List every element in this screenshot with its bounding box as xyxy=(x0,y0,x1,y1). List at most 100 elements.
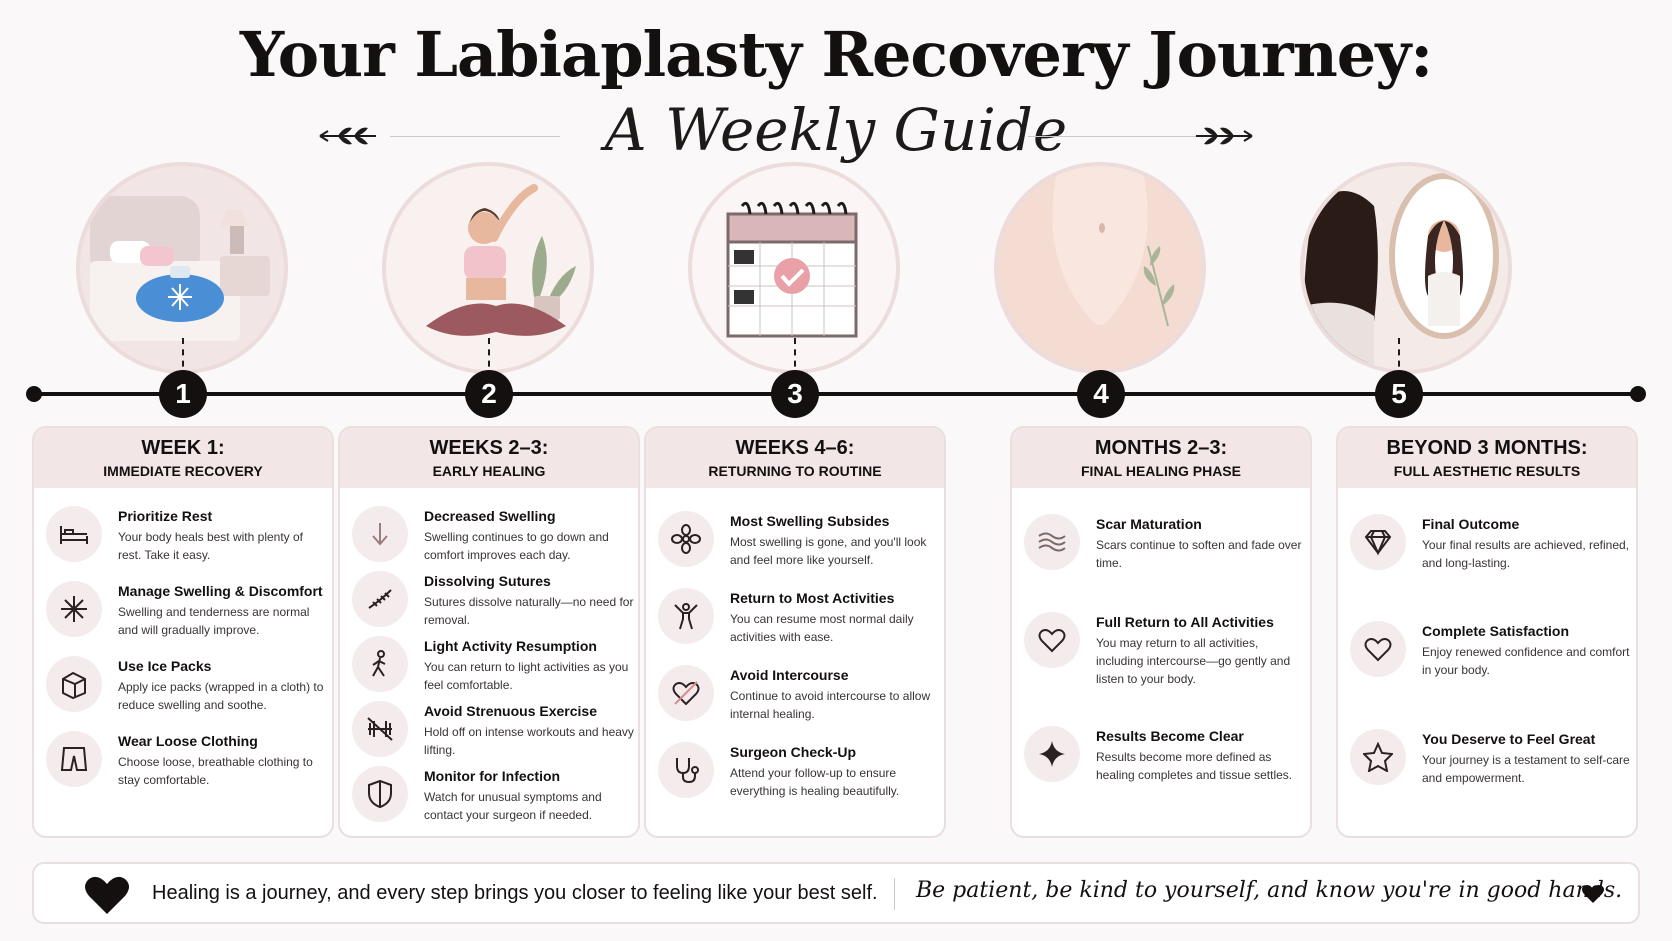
item-title: You Deserve to Feel Great xyxy=(1422,731,1596,747)
item-description: Scars continue to soften and fade over t… xyxy=(1096,538,1302,570)
connector-2 xyxy=(488,338,490,378)
star-icon xyxy=(1350,729,1406,785)
item-description: Enjoy renewed confidence and comfort in … xyxy=(1422,645,1630,677)
small-heart-icon xyxy=(1582,885,1604,903)
step-number-3: 3 xyxy=(771,370,819,418)
item-title: Scar Maturation xyxy=(1096,516,1202,532)
card-heading: BEYOND 3 MONTHS: xyxy=(1386,437,1588,459)
no-dumbbell-icon xyxy=(352,701,408,757)
shorts-icon xyxy=(46,731,102,787)
left-sprig-icon xyxy=(319,127,376,145)
right-rule xyxy=(1028,136,1198,137)
item-description: Your body heals best with plenty of rest… xyxy=(118,530,304,562)
item-title: Avoid Intercourse xyxy=(730,667,849,683)
item-title: Use Ice Packs xyxy=(118,658,212,674)
step-number-1: 1 xyxy=(159,370,207,418)
item-description: Results become more defined as healing c… xyxy=(1096,750,1293,782)
footer-left-text: Healing is a journey, and every step bri… xyxy=(152,882,878,904)
card-heading: MONTHS 2–3: xyxy=(1094,437,1228,459)
flower-icon xyxy=(658,511,714,567)
card-header: MONTHS 2–3: FINAL HEALING PHASE xyxy=(1012,428,1310,488)
timeline-start-dot xyxy=(26,386,42,402)
timeline-line xyxy=(34,392,1638,396)
item-title: Light Activity Resumption xyxy=(424,638,597,654)
item-description: Hold off on intense workouts and heavy l… xyxy=(424,725,634,757)
item-title: Most Swelling Subsides xyxy=(730,513,890,529)
item-title: Dissolving Sutures xyxy=(424,573,551,589)
left-rule xyxy=(390,136,560,137)
item-title: Final Outcome xyxy=(1422,516,1520,532)
sparkle-icon xyxy=(1024,726,1080,782)
stage-card-week-1: WEEK 1: IMMEDIATE RECOVERY Prioritize Re… xyxy=(32,426,334,838)
item-title: Complete Satisfaction xyxy=(1422,623,1570,639)
illustration-woman-mirror xyxy=(1300,162,1512,374)
card-header: WEEKS 2–3: EARLY HEALING xyxy=(340,428,638,488)
illustration-calendar-check xyxy=(688,162,900,374)
stage-card-weeks-4-6: WEEKS 4–6: RETURNING TO ROUTINE Most Swe… xyxy=(644,426,946,838)
card-subheading: IMMEDIATE RECOVERY xyxy=(103,463,263,479)
card-header: WEEKS 4–6: RETURNING TO ROUTINE xyxy=(646,428,944,488)
walking-icon xyxy=(352,636,408,692)
stethoscope-icon xyxy=(658,742,714,798)
crossed-heart-icon xyxy=(658,665,714,721)
card-subheading: FINAL HEALING PHASE xyxy=(1081,463,1241,479)
card-subheading: EARLY HEALING xyxy=(432,463,546,479)
card-subheading: RETURNING TO ROUTINE xyxy=(708,463,882,479)
ice-cube-icon xyxy=(46,656,102,712)
sutures-icon xyxy=(352,571,408,627)
page-subtitle: A Weekly Guide xyxy=(604,96,1068,164)
item-title: Wear Loose Clothing xyxy=(118,733,258,749)
footer-divider xyxy=(894,878,895,910)
shield-icon xyxy=(352,766,408,822)
card-heading: WEEKS 2–3: xyxy=(429,437,549,459)
item-title: Avoid Strenuous Exercise xyxy=(424,703,597,719)
item-description: Swelling and tenderness are normal and w… xyxy=(118,605,310,637)
item-description: Swelling continues to go down and comfor… xyxy=(424,530,609,562)
step-number-2: 2 xyxy=(465,370,513,418)
waves-icon xyxy=(1024,514,1080,570)
card-header: BEYOND 3 MONTHS: FULL AESTHETIC RESULTS xyxy=(1338,428,1636,488)
item-title: Prioritize Rest xyxy=(118,508,213,524)
footer-right-text: Be patient, be kind to yourself, and kno… xyxy=(916,878,1623,903)
item-title: Manage Swelling & Discomfort xyxy=(118,583,323,599)
card-header: WEEK 1: IMMEDIATE RECOVERY xyxy=(34,428,332,488)
item-description: You may return to all activities, includ… xyxy=(1096,636,1291,686)
item-description: Apply ice packs (wrapped in a cloth) to … xyxy=(118,680,324,712)
stage-card-weeks-2-3: WEEKS 2–3: EARLY HEALING Decreased Swell… xyxy=(338,426,640,838)
item-description: Your final results are achieved, refined… xyxy=(1422,538,1630,570)
timeline-end-dot xyxy=(1630,386,1646,402)
down-arrow-icon xyxy=(352,506,408,562)
heart-icon xyxy=(1024,612,1080,668)
subtitle-row: A Weekly Guide xyxy=(0,96,1672,176)
item-title: Monitor for Infection xyxy=(424,768,561,784)
connector-3 xyxy=(794,338,796,378)
step-number-4: 4 xyxy=(1077,370,1125,418)
item-description: Watch for unusual symptoms and contact y… xyxy=(424,790,602,822)
step-number-5: 5 xyxy=(1375,370,1423,418)
item-title: Return to Most Activities xyxy=(730,590,895,606)
item-description: Attend your follow-up to ensure everythi… xyxy=(730,766,900,798)
illustration-bed-ice-pack xyxy=(76,162,288,374)
heart-icon xyxy=(85,876,129,914)
diamond-icon xyxy=(1350,514,1406,570)
connector-1 xyxy=(182,338,184,378)
footer-banner: Healing is a journey, and every step bri… xyxy=(32,862,1640,924)
item-description: Most swelling is gone, and you'll look a… xyxy=(730,535,927,567)
item-title: Decreased Swelling xyxy=(424,508,556,524)
card-heading: WEEK 1: xyxy=(141,437,225,459)
right-sprig-icon xyxy=(1196,127,1253,145)
illustration-torso-leaf xyxy=(994,162,1206,374)
item-description: Your journey is a testament to self-care… xyxy=(1422,753,1630,785)
bed-icon xyxy=(46,506,102,562)
stage-card-beyond-3-months: BEYOND 3 MONTHS: FULL AESTHETIC RESULTS … xyxy=(1336,426,1638,838)
item-title: Results Become Clear xyxy=(1096,728,1244,744)
item-description: You can return to light activities as yo… xyxy=(424,660,629,692)
connector-5 xyxy=(1398,338,1400,378)
item-description: Choose loose, breathable clothing to sta… xyxy=(118,755,313,787)
item-description: Sutures dissolve naturally—no need for r… xyxy=(424,595,634,627)
item-title: Surgeon Check-Up xyxy=(730,744,857,760)
page-title: Your Labiaplasty Recovery Journey: xyxy=(239,18,1433,91)
card-subheading: FULL AESTHETIC RESULTS xyxy=(1393,463,1581,479)
heart-icon xyxy=(1350,621,1406,677)
item-title: Full Return to All Activities xyxy=(1096,614,1274,630)
